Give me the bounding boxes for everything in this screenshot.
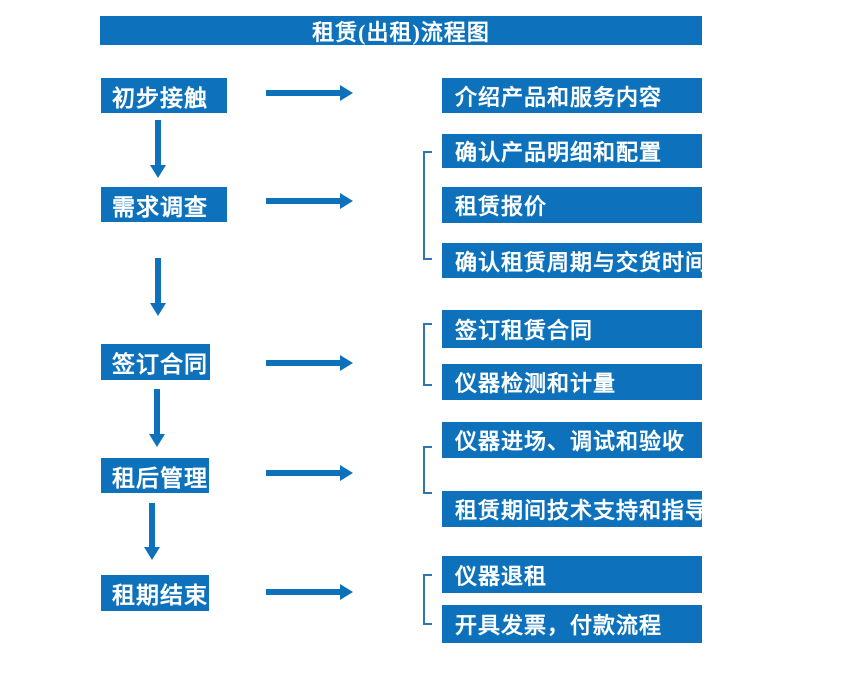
step-box-sign-contract: 签订合同: [101, 344, 210, 380]
flowchart-title: 租赁(出租)流程图: [100, 16, 702, 45]
right-arrow-1: [266, 85, 353, 101]
down-arrow-4: [144, 503, 160, 560]
group-bracket-post-rental-management: [423, 446, 432, 494]
down-arrow-head: [149, 434, 165, 447]
detail-box-confirm-rental-period: 确认租赁周期与交货时间: [442, 243, 707, 278]
down-arrow-head: [144, 547, 160, 560]
right-arrow-head: [340, 355, 353, 371]
group-bracket-demand-survey: [423, 151, 432, 260]
down-arrow-stem: [154, 389, 160, 434]
right-arrow-head: [340, 193, 353, 209]
step-box-initial-contact: 初步接触: [101, 78, 227, 113]
detail-box-instrument-return: 仪器退租: [442, 556, 702, 593]
right-arrow-head: [340, 584, 353, 600]
down-arrow-stem: [155, 120, 161, 165]
right-arrow-stem: [266, 589, 341, 595]
detail-box-sign-rental-contract: 签订租赁合同: [442, 310, 702, 348]
down-arrow-head: [150, 165, 166, 178]
down-arrow-1: [150, 120, 166, 178]
right-arrow-stem: [266, 470, 341, 476]
down-arrow-stem: [155, 258, 161, 303]
right-arrow-5: [266, 584, 353, 600]
detail-box-technical-support: 租赁期间技术支持和指导: [442, 491, 707, 527]
right-arrow-head: [340, 85, 353, 101]
right-arrow-3: [266, 355, 353, 371]
down-arrow-3: [149, 389, 165, 447]
detail-box-invoice-payment: 开具发票，付款流程: [442, 605, 702, 643]
right-arrow-stem: [266, 90, 341, 96]
step-box-post-rental-management: 租后管理: [101, 458, 209, 493]
down-arrow-2: [150, 258, 166, 316]
group-bracket-rental-end: [423, 574, 432, 625]
detail-box-confirm-product-details: 确认产品明细和配置: [442, 134, 702, 168]
right-arrow-4: [266, 465, 353, 481]
detail-box-introduce-products: 介绍产品和服务内容: [442, 78, 702, 113]
right-arrow-stem: [266, 198, 341, 204]
right-arrow-stem: [266, 360, 341, 366]
right-arrow-head: [340, 465, 353, 481]
down-arrow-stem: [149, 503, 155, 547]
group-bracket-sign-contract: [423, 323, 432, 386]
down-arrow-head: [150, 303, 166, 316]
detail-box-instrument-inspection: 仪器检测和计量: [442, 364, 702, 400]
step-box-rental-end: 租期结束: [101, 575, 209, 611]
detail-box-instrument-setup: 仪器进场、调试和验收: [442, 422, 702, 458]
step-box-demand-survey: 需求调查: [101, 187, 227, 222]
detail-box-rental-quote: 租赁报价: [442, 187, 702, 223]
right-arrow-2: [266, 193, 353, 209]
